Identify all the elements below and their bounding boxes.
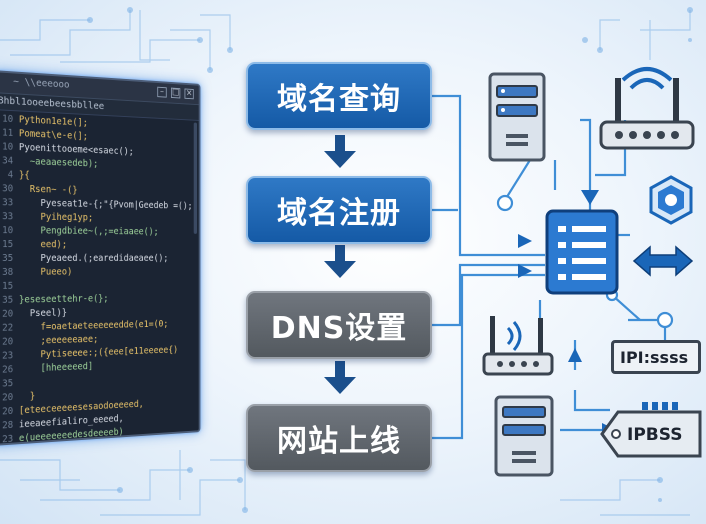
line-number: 20: [2, 336, 14, 348]
code-text: eed);: [18, 239, 68, 251]
code-text: Rsen~ -(}: [18, 183, 78, 196]
code-text: }eseseettehr-e(};: [18, 293, 109, 306]
ip-tag-label: IPBSS: [627, 425, 683, 445]
line-number: 34: [2, 155, 14, 167]
line-number: 15: [2, 280, 14, 292]
server-icon-top: [488, 72, 546, 162]
ip-address-label-box: IPI:ssss: [611, 340, 701, 374]
line-number: 20: [2, 308, 14, 320]
maximize-icon[interactable]: □: [170, 87, 181, 99]
central-server-hub-icon: [545, 209, 619, 295]
code-text: Pyeaeed.(;earedidaeaee();: [18, 253, 169, 264]
flow-arrow-3-head: [324, 377, 356, 394]
editor-title: ~ \\eeeooo: [13, 76, 70, 91]
flow-arrows: [324, 135, 356, 394]
line-number: 23: [2, 350, 14, 362]
code-line: 10 Pengdbiee~(,;=eiaaee();: [0, 225, 199, 240]
editor-scrollbar[interactable]: [193, 122, 198, 234]
line-number: 38: [2, 266, 14, 278]
line-number: 33: [2, 197, 14, 209]
circuit-nodes: [87, 7, 693, 513]
code-text: Pseel)}: [18, 307, 68, 320]
step-dns-setup: DNS设置: [246, 291, 432, 359]
step-domain-register: 域名注册: [246, 176, 432, 244]
line-number: 26: [2, 364, 14, 376]
flow-arrow-1-shaft: [335, 135, 345, 151]
server-icon-bottom: [494, 395, 554, 477]
line-number: 23: [2, 433, 14, 446]
line-number: 30: [2, 183, 14, 195]
line-number: 10: [2, 225, 14, 237]
close-icon[interactable]: ×: [184, 88, 194, 100]
flow-arrow-2-shaft: [335, 245, 345, 261]
line-number: 22: [2, 322, 14, 334]
line-number: 10: [2, 113, 14, 126]
flow-arrow-1-head: [324, 151, 356, 168]
minimize-icon[interactable]: –: [157, 86, 167, 98]
network-links: [432, 94, 667, 440]
bidirectional-arrow-icon: [632, 245, 694, 277]
flow-arrow-2-head: [324, 261, 356, 278]
line-number: 10: [2, 141, 14, 153]
flow-arrow-3-shaft: [335, 361, 345, 377]
code-text: }{: [18, 169, 30, 182]
line-number: 4: [7, 169, 14, 181]
line-number: 11: [2, 127, 14, 139]
code-line: 15 eed);: [0, 239, 199, 253]
line-number: 35: [2, 253, 14, 264]
step-domain-lookup: 域名查询: [246, 62, 432, 130]
circuit-traces: [0, 10, 691, 516]
line-number: 33: [2, 211, 14, 223]
code-text: }: [18, 390, 36, 403]
line-number: 15: [2, 239, 14, 251]
network-junctions: [496, 194, 674, 329]
ip-tag-icon: [600, 402, 702, 458]
code-line: 35 Pyeaeed.(;earedidaeaee();: [0, 253, 199, 267]
code-text: Pengdbiee~(,;=eiaaee();: [18, 225, 159, 238]
step-website-live: 网站上线: [246, 404, 432, 472]
line-number: 35: [2, 378, 14, 390]
code-text: ~aeaaesedeb);: [18, 155, 99, 170]
ip-address-label: IPI:ssss: [620, 348, 689, 367]
line-number: 20: [2, 391, 14, 404]
editor-tab[interactable]: Bhbl1ooeebeesbbllee: [0, 95, 105, 113]
code-text: Pyiheg1yp;: [18, 211, 94, 224]
wifi-access-point-icon: [482, 316, 554, 376]
router-icon: [599, 67, 695, 150]
security-shield-icon: [649, 175, 693, 225]
line-number: 35: [2, 294, 14, 306]
code-text: Pueeo): [18, 266, 73, 278]
